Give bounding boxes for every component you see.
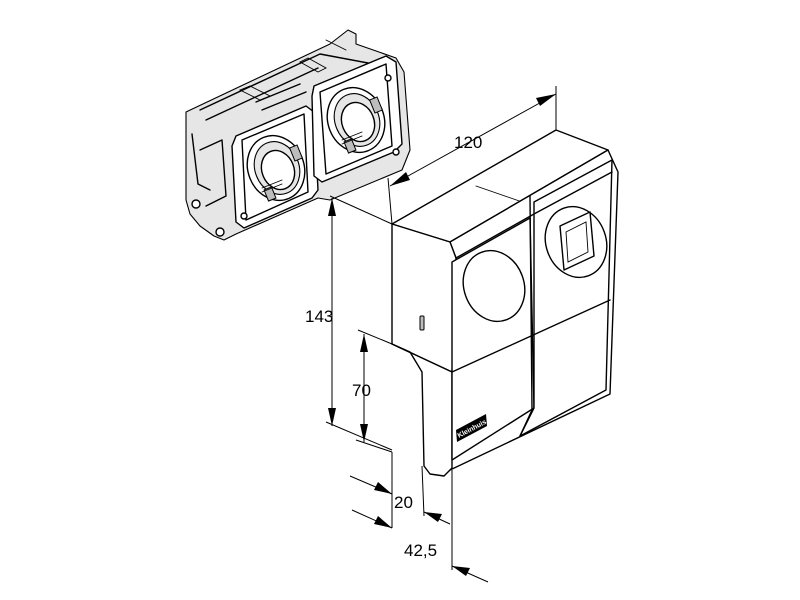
depth-total-label: 42,5	[404, 541, 437, 560]
height-total-label: 143	[305, 307, 333, 326]
dimension-height-total: 143	[305, 195, 393, 451]
width-label: 120	[454, 133, 482, 152]
housing-body: Kleinhuis	[391, 129, 619, 477]
dimension-depth-total: 42,5	[351, 470, 489, 583]
dimension-width: 120	[387, 86, 557, 225]
height-lower-label: 70	[352, 381, 371, 400]
dimension-depth-lower: 20	[349, 452, 451, 528]
dimension-height-lower: 70	[352, 329, 393, 453]
depth-lower-label: 20	[394, 493, 413, 512]
socket-insert-frame	[185, 29, 411, 241]
